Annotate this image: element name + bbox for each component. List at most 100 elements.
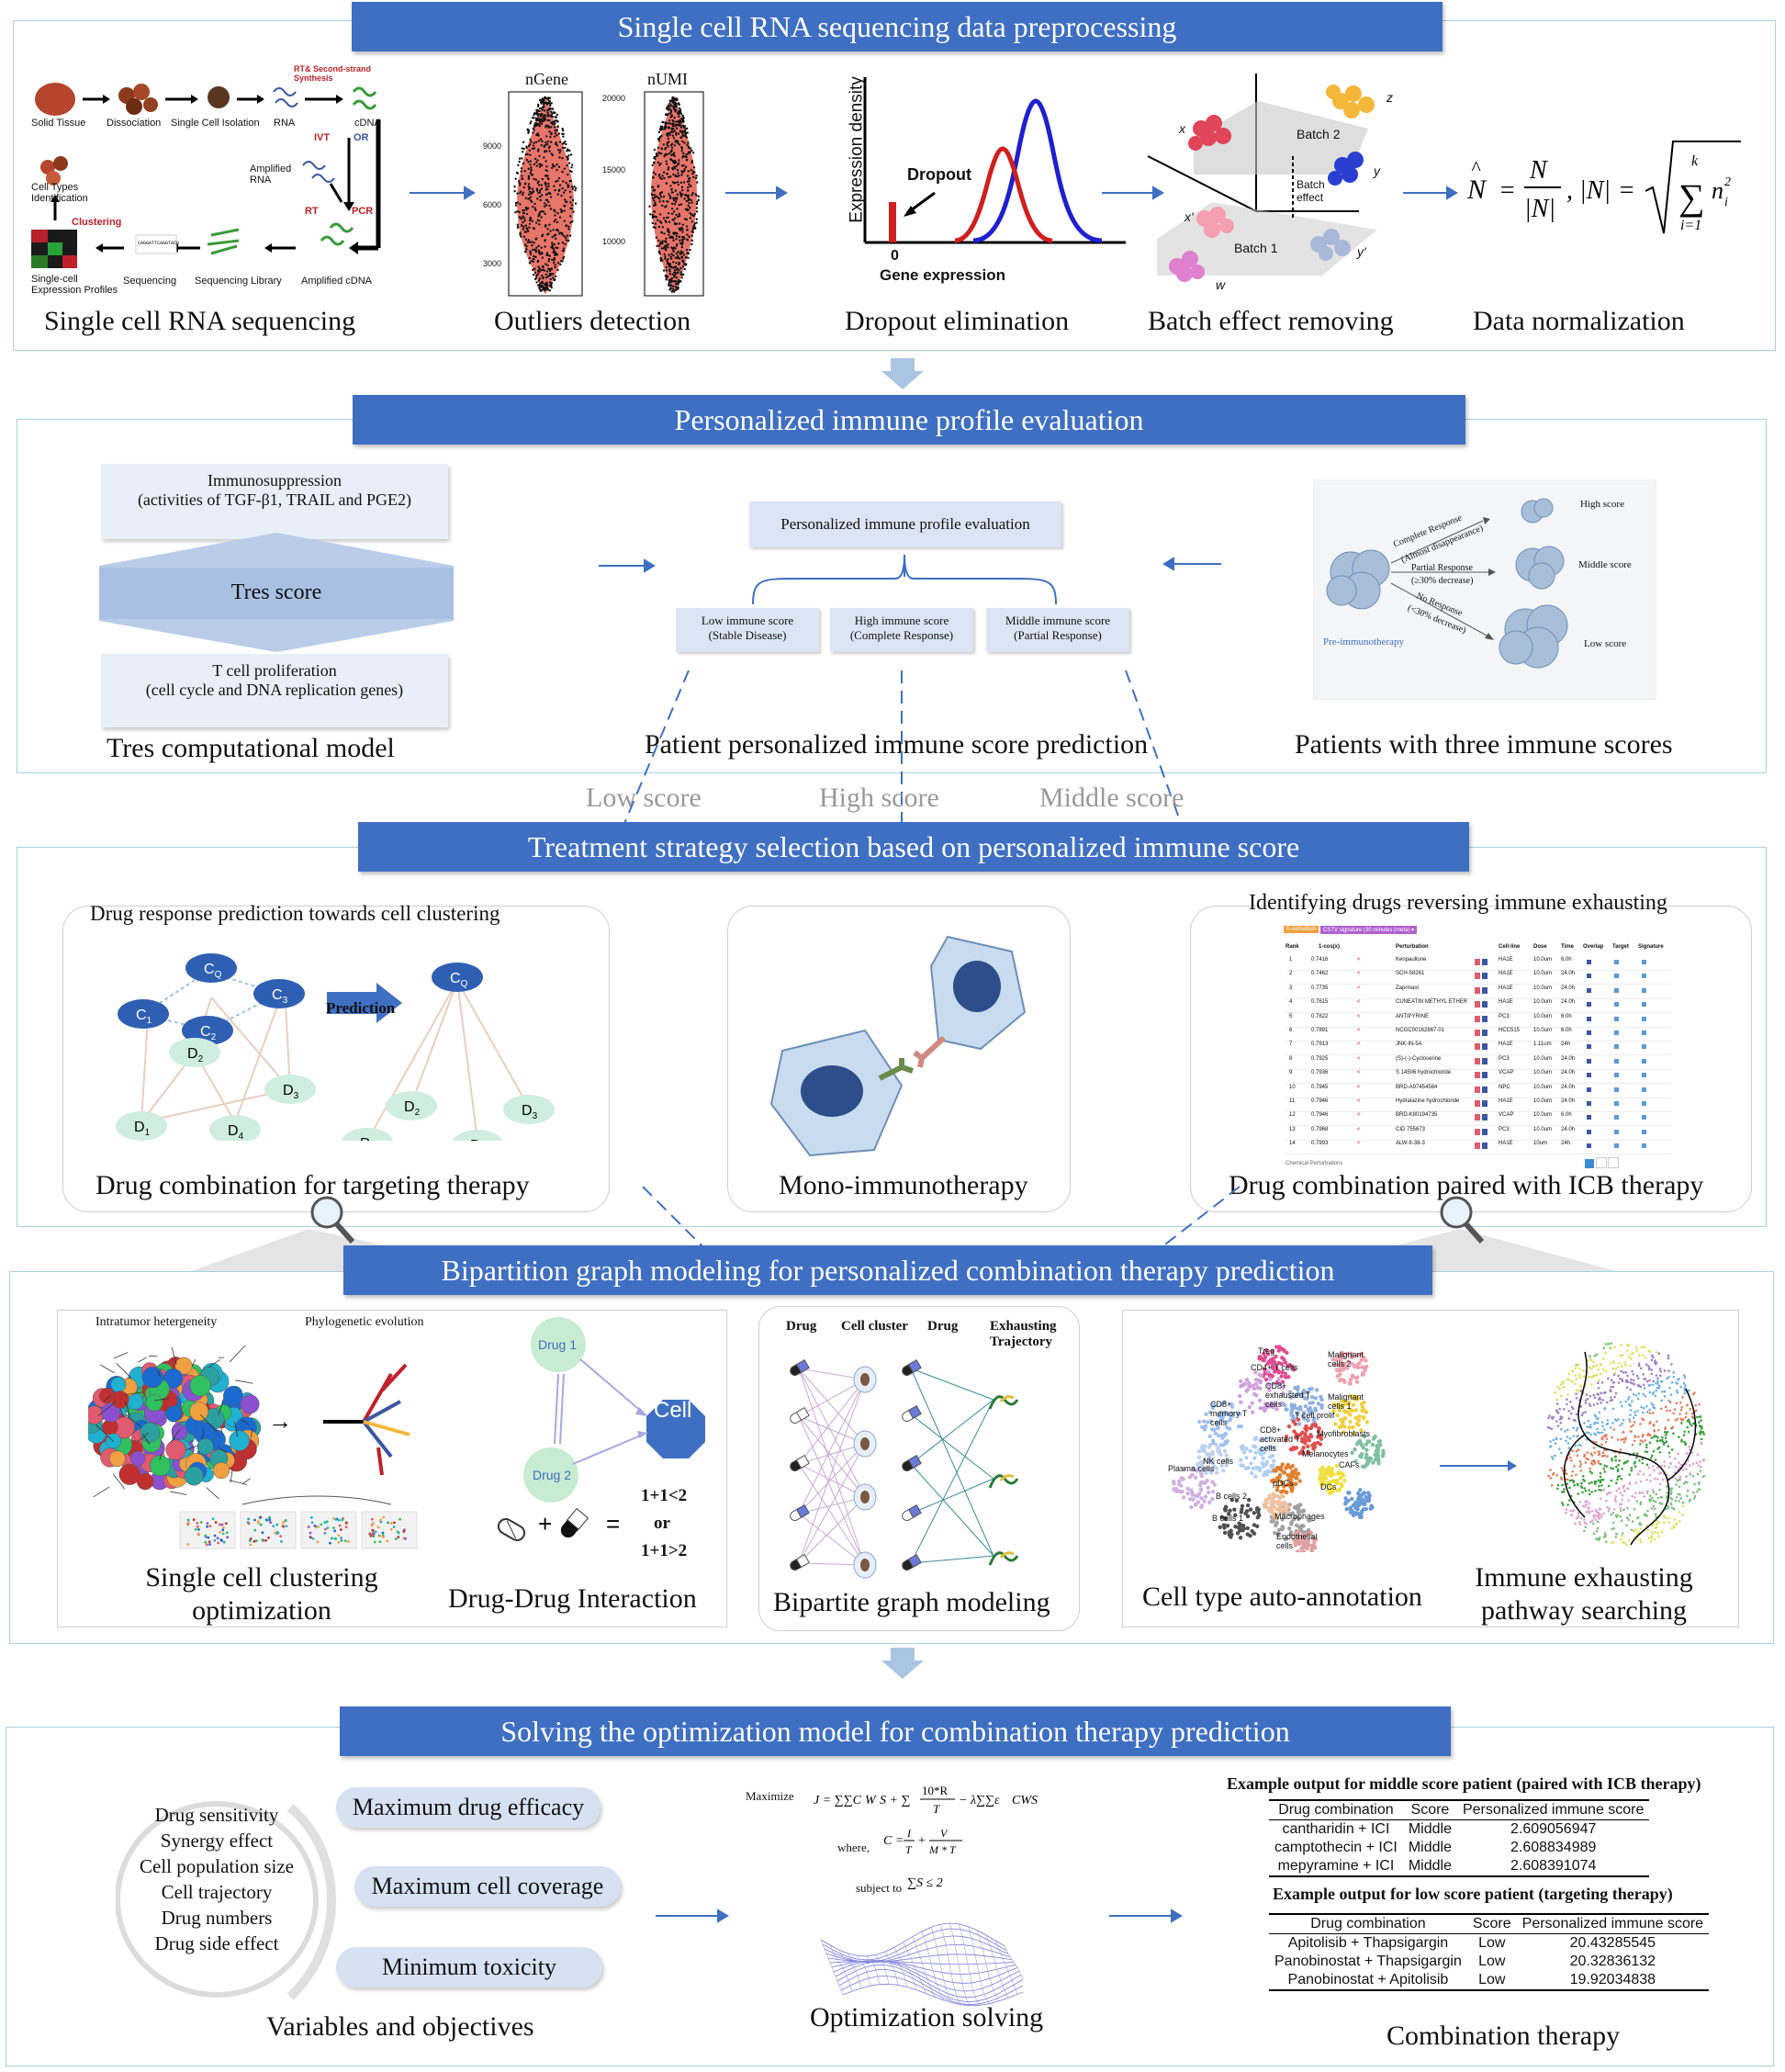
clue-col-header[interactable]: Dose xyxy=(1533,944,1547,950)
caption-optimization: Optimization solving xyxy=(810,2002,1044,2033)
clue-cell: HA1E xyxy=(1499,999,1513,1006)
signature-icon[interactable] xyxy=(1642,974,1646,979)
target-icon[interactable] xyxy=(1614,987,1619,993)
clue-pagination[interactable] xyxy=(1585,1157,1620,1170)
bar-icon[interactable] xyxy=(1587,987,1591,993)
umap-graphic xyxy=(1171,1345,1386,1552)
clue-cell: PC3 xyxy=(1499,1055,1510,1062)
target-icon[interactable] xyxy=(1614,1101,1619,1106)
badge-icon xyxy=(1475,1001,1480,1008)
score-box-low: Low immune score (Stable Disease) xyxy=(676,608,819,652)
clue-col-header[interactable]: Signature xyxy=(1638,944,1664,950)
signature-icon[interactable] xyxy=(1642,1087,1646,1092)
bar-icon[interactable] xyxy=(1587,1073,1591,1078)
target-icon[interactable] xyxy=(1614,1143,1619,1149)
clue-cell: CUNEATIN METHYL ETHER xyxy=(1396,999,1468,1006)
bar-icon[interactable] xyxy=(1587,1058,1591,1064)
target-icon[interactable] xyxy=(1614,974,1619,979)
signature-icon[interactable] xyxy=(1642,1073,1646,1078)
clue-cell: 10.0um xyxy=(1533,1112,1553,1119)
drug2-label: Drug 2 xyxy=(533,1468,572,1482)
clue-col-header[interactable]: Target xyxy=(1612,944,1629,950)
clue-col-header[interactable]: Cell-line xyxy=(1499,944,1521,950)
axis-yp: y' xyxy=(1357,244,1366,259)
label-ngene: nGene xyxy=(525,70,568,88)
clue-cell: S 14506 hydrochloride xyxy=(1396,1070,1452,1076)
signature-icon[interactable] xyxy=(1642,1016,1646,1021)
clue-cell: 1 xyxy=(1289,957,1293,963)
signature-icon[interactable] xyxy=(1642,960,1646,964)
caption-combination: Combination therapy xyxy=(1386,2021,1621,2051)
clue-cell: BRD-K80194735 xyxy=(1396,1112,1438,1119)
bar-icon[interactable] xyxy=(1587,1143,1591,1149)
bar-icon[interactable] xyxy=(1587,1030,1591,1035)
signature-icon[interactable] xyxy=(1642,1129,1646,1134)
signature-icon[interactable] xyxy=(1642,1101,1646,1106)
normalization-formula: N ^ = N |N| , |N| = ∑ k i=1 n 2 i xyxy=(1465,138,1741,239)
signature-icon[interactable] xyxy=(1642,987,1646,993)
target-icon[interactable] xyxy=(1614,1087,1619,1092)
bar-icon[interactable] xyxy=(1587,1101,1591,1106)
graph-node-cluster: C1 xyxy=(118,999,169,1029)
bar-icon[interactable] xyxy=(1587,1044,1591,1050)
target-icon[interactable] xyxy=(1614,1002,1619,1008)
optimization-surface xyxy=(820,1922,1023,2007)
clue-cell: 24h xyxy=(1561,1042,1571,1048)
clue-tab-1[interactable]: E-nematium xyxy=(1284,926,1319,933)
target-icon[interactable] xyxy=(1614,960,1619,964)
target-icon[interactable] xyxy=(1614,1058,1619,1064)
target-icon[interactable] xyxy=(1614,1044,1619,1050)
target-icon[interactable] xyxy=(1614,1030,1619,1035)
ineq-or-label: or xyxy=(654,1514,670,1533)
clue-tab-2[interactable]: CSTV signature (30 minutes (meta) ▾ xyxy=(1320,926,1418,934)
clue-footer: Chemical Perturbations xyxy=(1285,1161,1343,1166)
target-icon[interactable] xyxy=(1614,1073,1619,1078)
bar-icon[interactable] xyxy=(1587,1129,1591,1134)
signature-icon[interactable] xyxy=(1642,1115,1646,1120)
bar-icon[interactable] xyxy=(1587,960,1591,964)
caption-targeting: Drug combination for targeting therapy xyxy=(95,1170,530,1200)
svg-text:N: N xyxy=(1529,156,1548,185)
batch1-label: Batch 1 xyxy=(1234,241,1278,255)
bar-icon[interactable] xyxy=(1587,1087,1591,1092)
badge-icon xyxy=(1482,1128,1488,1135)
signature-icon[interactable] xyxy=(1642,1058,1646,1064)
signature-icon[interactable] xyxy=(1642,1002,1646,1008)
bar-icon[interactable] xyxy=(1587,1016,1591,1021)
target-icon[interactable] xyxy=(1614,1129,1619,1134)
clue-col-header[interactable]: Time xyxy=(1561,944,1574,950)
drug-response-title: Drug response prediction towards cell cl… xyxy=(90,902,500,925)
signature-icon[interactable] xyxy=(1642,1030,1646,1035)
objective-efficacy: Maximum drug efficacy xyxy=(336,1787,601,1828)
signature-icon[interactable] xyxy=(1642,1044,1646,1050)
clue-col-header[interactable]: Overlap xyxy=(1583,944,1604,950)
target-icon[interactable] xyxy=(1614,1016,1619,1021)
clue-col-header[interactable]: Rank xyxy=(1285,944,1299,950)
bar-icon[interactable] xyxy=(1587,1002,1591,1008)
clue-col-header[interactable]: Perturbation xyxy=(1396,944,1429,950)
bar-icon[interactable] xyxy=(1587,1115,1591,1120)
target-icon[interactable] xyxy=(1614,1115,1619,1120)
clue-col-header[interactable]: 1-cos(x) xyxy=(1319,944,1341,950)
ineq2-label: 1+1>2 xyxy=(641,1541,688,1560)
signature-icon[interactable] xyxy=(1642,1143,1646,1149)
variable-item: Synergy effect xyxy=(160,1830,274,1852)
bar-icon[interactable] xyxy=(1587,974,1591,979)
badge-icon xyxy=(1482,1114,1488,1121)
pill-icon xyxy=(790,1454,810,1471)
